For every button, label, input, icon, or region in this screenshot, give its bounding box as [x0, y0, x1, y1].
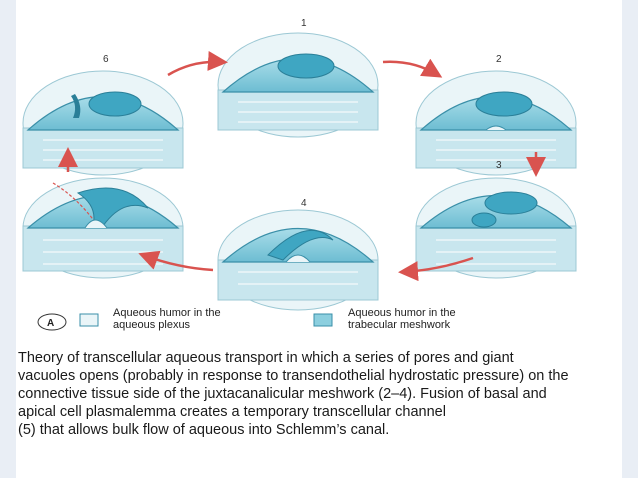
stage-4-cell	[217, 209, 379, 311]
stage-1-cell	[217, 32, 379, 138]
legend-plexus-line-2: aqueous plexus	[113, 319, 191, 331]
legend-meshwork-label: Aqueous humor in the trabecular meshwork	[348, 307, 459, 331]
stage-2-cell	[415, 70, 577, 176]
legend-plexus-swatch	[79, 313, 99, 327]
legend-plexus-line-1: Aqueous humor in the	[113, 307, 221, 319]
legend-plexus-label: Aqueous humor in the aqueous plexus	[113, 307, 224, 331]
transcellular-transport-diagram: 1 2 3	[22, 18, 577, 331]
figure-caption: Theory of transcellular aqueous transpor…	[18, 350, 569, 438]
stage-label-4: 4	[301, 198, 307, 209]
arrow-4-to-5	[138, 250, 214, 272]
arrow-3-to-4	[398, 256, 474, 282]
stage-6-cell	[22, 70, 184, 176]
legend: A Aqueous humor in the aqueous plexus Aq…	[37, 307, 459, 331]
stage-label-2: 2	[496, 54, 502, 65]
figure-panel: 1 2 3	[18, 0, 616, 340]
arrow-1-to-2	[382, 58, 443, 78]
arrow-6-to-1	[167, 51, 228, 77]
stage-5-cell	[22, 177, 184, 279]
stage-label-1: 1	[301, 18, 307, 29]
left-decorative-bar	[0, 0, 16, 478]
right-decorative-bar	[622, 0, 638, 478]
legend-meshwork-line-2: trabecular meshwork	[348, 319, 451, 331]
legend-marker-label: A	[47, 318, 54, 329]
stage-3-cell	[415, 177, 577, 279]
stage-label-3: 3	[496, 160, 502, 171]
legend-marker-ellipse	[37, 313, 67, 331]
legend-meshwork-swatch	[313, 313, 333, 327]
legend-meshwork-line-1: Aqueous humor in the	[348, 307, 456, 319]
stage-label-6: 6	[103, 54, 109, 65]
